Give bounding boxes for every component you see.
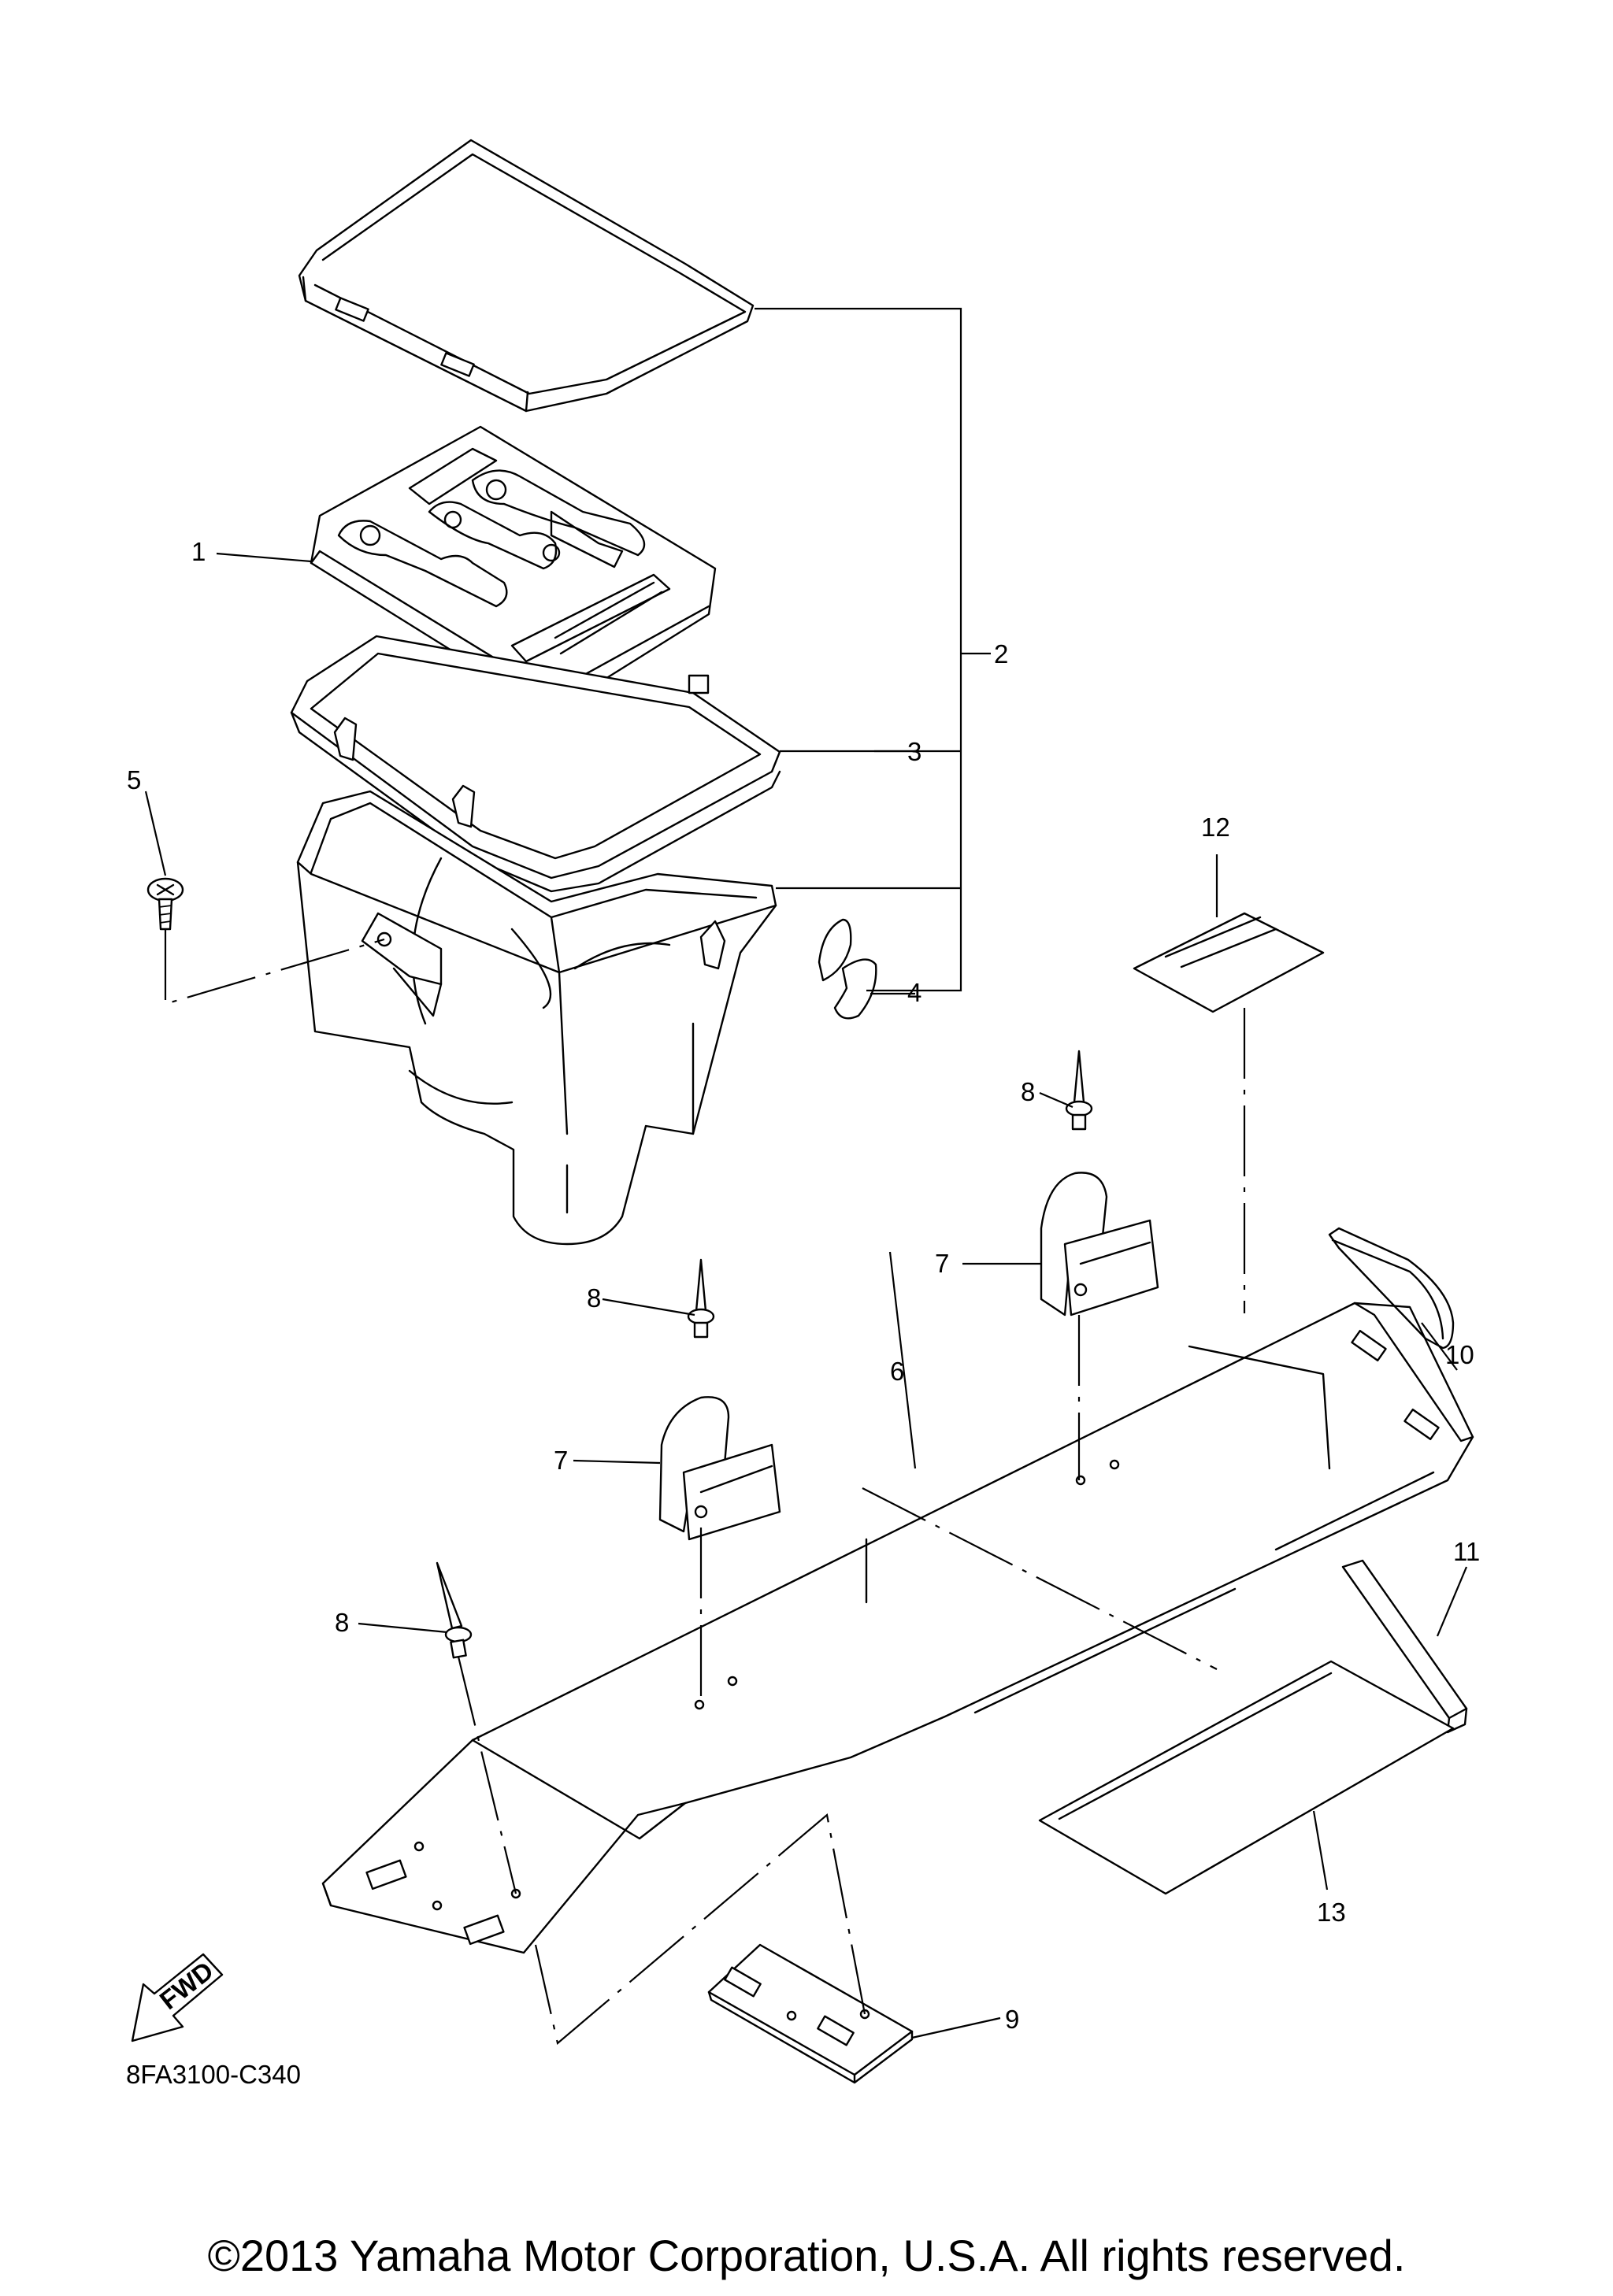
callout-9: 9 [1005,2005,1019,2034]
storage-box-body [296,790,777,1246]
rivet-3 [436,1561,473,1659]
latch-clip [818,918,877,1020]
mat-sheet [1038,1660,1455,1895]
callout-5: 5 [127,765,141,794]
callout-13: 13 [1317,1898,1346,1927]
callout-12: 12 [1201,813,1230,842]
callout-7-left: 7 [554,1446,568,1475]
callout-4: 4 [907,978,921,1007]
callout-11: 11 [1453,1537,1480,1566]
bracket-left [658,1396,781,1541]
wire-clip [1328,1227,1455,1350]
callout-7-right: 7 [935,1249,949,1278]
copyright-notice: ©2013 Yamaha Motor Corporation, U.S.A. A… [207,2231,1406,2280]
mounting-plate [707,1943,914,2084]
box-frame [290,635,781,893]
diagram-code: 8FA3100-C340 [126,2060,301,2089]
callout-10: 10 [1445,1340,1474,1369]
rivet-2 [687,1258,715,1339]
tool-tray [310,425,717,714]
assembly-bracket-lines [755,307,991,992]
fwd-arrow-icon: FWD [131,1953,224,2042]
alignment-lines [164,929,1246,2046]
callout-3: 3 [907,737,921,766]
callout-2: 2 [994,639,1008,668]
leader-lines [144,552,1468,2039]
screw [146,877,184,931]
label-sheet [1133,912,1325,1013]
callout-1: 1 [191,537,206,566]
callout-6: 6 [890,1357,904,1386]
bracket-right [1040,1172,1159,1316]
storage-box-lid [298,139,755,413]
rivet-1 [1065,1050,1093,1131]
bottom-panel [321,1302,1474,1954]
callout-8-left: 8 [335,1608,349,1637]
callout-8-middle: 8 [587,1283,601,1313]
callout-8-right: 8 [1021,1077,1035,1106]
